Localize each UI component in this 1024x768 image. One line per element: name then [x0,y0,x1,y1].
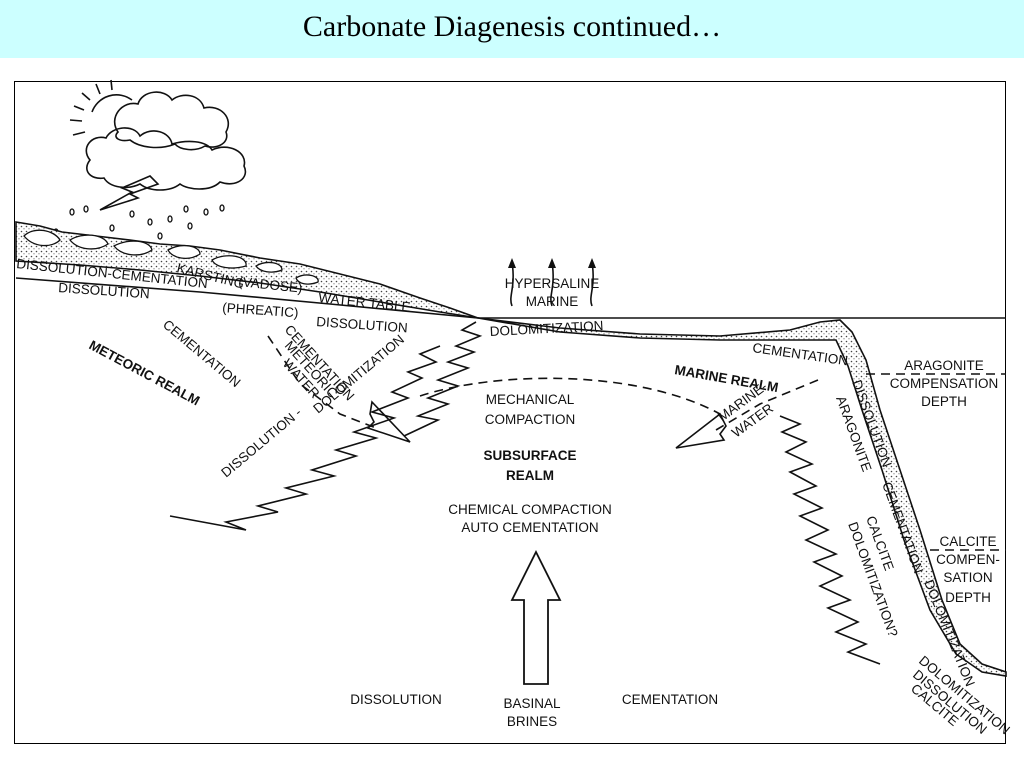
label-mechanical: MECHANICAL [486,392,575,407]
shelf-slope [477,317,1007,677]
label-chemical-compaction: CHEMICAL COMPACTION [448,502,612,517]
label-aragonite-comp-2: COMPENSATION [890,376,999,391]
meteoric-zigzag [169,345,441,531]
label-aragonite-comp: ARAGONITE [904,358,984,373]
label-calcite-comp-4: DEPTH [945,590,991,605]
label-subsurface: SUBSURFACE [483,448,576,463]
label-mechanical-compaction: COMPACTION [485,412,576,427]
label-dissolution-meteoric: DISSOLUTION - [218,405,304,481]
diagram-frame [14,81,1006,744]
dolomitization-zigzag [403,321,483,437]
karst-cavities [23,229,319,285]
sun-icon [69,79,133,136]
marine-water-arrow [675,379,819,449]
label-basinal: BASINAL [503,696,561,711]
cloud-icon [85,91,247,191]
hypersaline-arrows [508,258,596,307]
label-dissolution-phreatic: DISSOLUTION [316,314,408,335]
slide-title: Carbonate Diagenesis continued… [302,10,722,43]
slope-zigzag [779,415,881,665]
label-phreatic: (PHREATIC) [222,300,299,320]
water-table-line [15,277,479,319]
label-calcite-comp-3: SATION [943,570,992,585]
label-calcite-comp: CALCITE [939,534,996,549]
label-dissolution-bottom: DISSOLUTION [350,692,442,707]
label-basinal-brines: BRINES [507,714,557,729]
label-aragonite-comp-3: DEPTH [921,394,967,409]
label-cementation-bottom: CEMENTATION [622,692,718,707]
meteoric-water-arrow [267,335,411,443]
label-vadose: (VADOSE) [238,274,303,296]
label-dissolution-top: DISSOLUTION [58,280,150,301]
label-hypersaline-marine: MARINE [526,294,579,309]
compaction-boundary [419,377,721,415]
label-auto-cementation: AUTO CEMENTATION [461,520,598,535]
label-dolomitization-shelf: DOLOMITIZATION [489,318,603,339]
title-bar [0,0,1024,58]
label-subsurface-realm: REALM [506,468,554,483]
basinal-brines-arrow [510,549,562,685]
label-hypersaline: HYPERSALINE [505,276,600,291]
label-calcite-comp-2: COMPEN- [936,552,1000,567]
lightning-icon [99,175,160,211]
label-cementation-marine: CEMENTATION [752,340,849,368]
